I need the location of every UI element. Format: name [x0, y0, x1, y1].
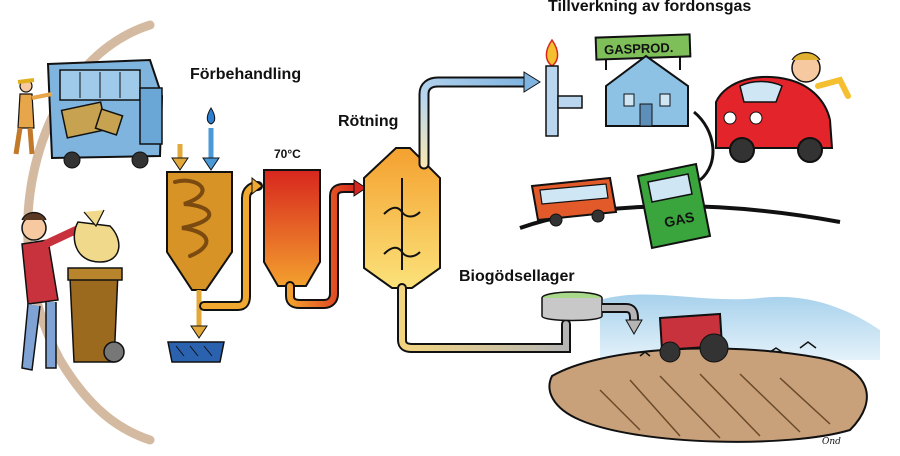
hygienization-tank-icon [263, 169, 321, 287]
car-icon [715, 51, 851, 163]
digester-tank-icon [363, 147, 441, 289]
gas-station-icon [594, 33, 692, 127]
pretreatment-tank-icon [166, 171, 233, 291]
tractor-field-icon [548, 294, 880, 443]
pretreatment-label: Förbehandling [190, 66, 302, 83]
diagram-title: Tillverkning av fordonsgas [548, 0, 752, 15]
waste-truck-icon [46, 58, 164, 169]
residue-container-icon [167, 341, 225, 363]
pump-label: GAS [663, 209, 696, 231]
digestion-label: Rötning [338, 113, 399, 130]
bus-icon [530, 176, 618, 227]
gas-flame-icon [545, 38, 583, 137]
digestate-storage-label: Biogödsellager [459, 268, 575, 285]
artist-signature: Ond [822, 437, 841, 447]
waste-worker-icon [13, 78, 53, 155]
gas-pump-icon: GAS [636, 110, 715, 250]
person-with-bin-icon [21, 209, 125, 371]
temperature-label: 70°C [274, 147, 301, 161]
digestate-storage-icon [541, 291, 603, 322]
station-sign-text: GASPROD. [604, 40, 674, 57]
